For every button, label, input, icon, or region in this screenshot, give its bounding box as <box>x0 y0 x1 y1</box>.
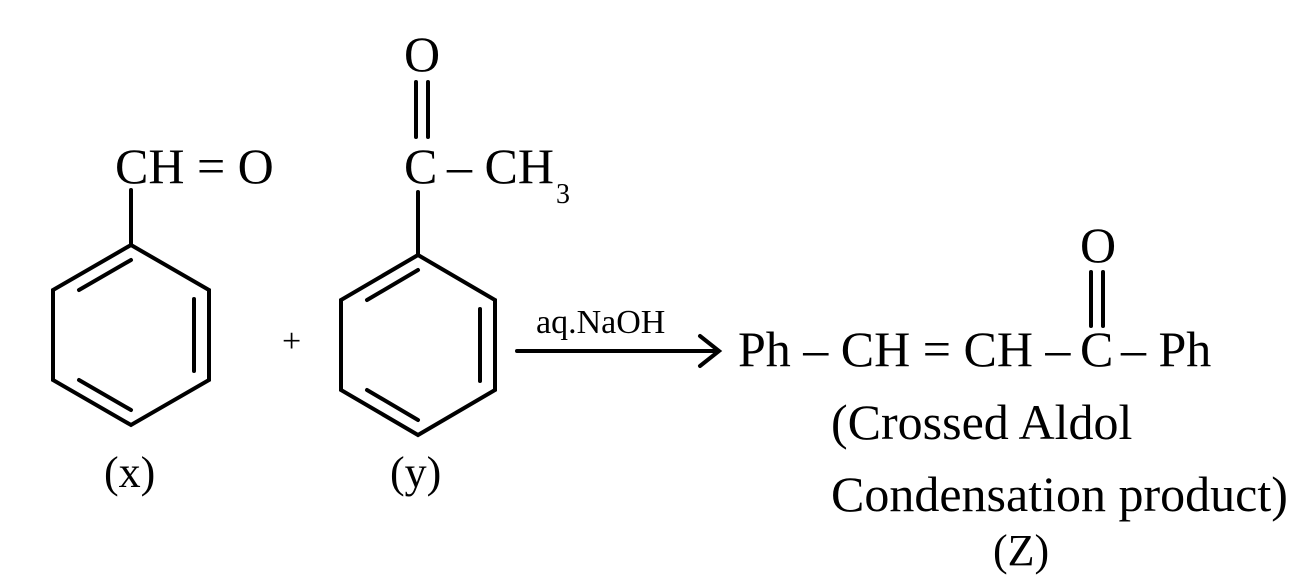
product-caption-line2: Condensation product) <box>831 466 1288 522</box>
methyl-group-text: – CH <box>446 138 554 194</box>
arrow-head-icon <box>698 334 723 368</box>
benzene-ring-y <box>339 252 497 438</box>
label-x: (x) <box>104 448 155 497</box>
product-right-phenyl: – Ph <box>1120 321 1211 377</box>
benzene-ring-x <box>51 242 211 428</box>
inner-double-bond <box>77 378 133 412</box>
product-structure: O Ph – CH = CH – C – Ph (Crossed Aldol C… <box>738 217 1288 575</box>
aldehyde-group-text: CH = O <box>115 138 274 194</box>
inner-double-bond <box>365 388 420 422</box>
label-z: (Z) <box>993 526 1049 575</box>
reagent-text: aq.NaOH <box>536 304 665 341</box>
carbonyl-carbon: C <box>404 138 437 194</box>
product-left-chain: Ph – CH = CH – <box>738 321 1071 377</box>
benzaldehyde-structure: CH = O (x) <box>51 138 274 497</box>
product-caption-line1: (Crossed Aldol <box>831 394 1132 450</box>
carbonyl-oxygen: O <box>404 26 440 82</box>
inner-double-bond <box>77 258 133 292</box>
label-y: (y) <box>390 448 441 497</box>
acetophenone-structure: O C – CH 3 (y) <box>339 26 570 497</box>
product-carbonyl-oxygen: O <box>1080 217 1116 273</box>
reaction-arrow: aq.NaOH <box>515 304 723 368</box>
product-carbonyl-carbon: C <box>1080 321 1113 377</box>
methyl-subscript: 3 <box>556 179 570 210</box>
inner-double-bond <box>365 268 420 302</box>
plus-sign: + <box>282 323 301 360</box>
